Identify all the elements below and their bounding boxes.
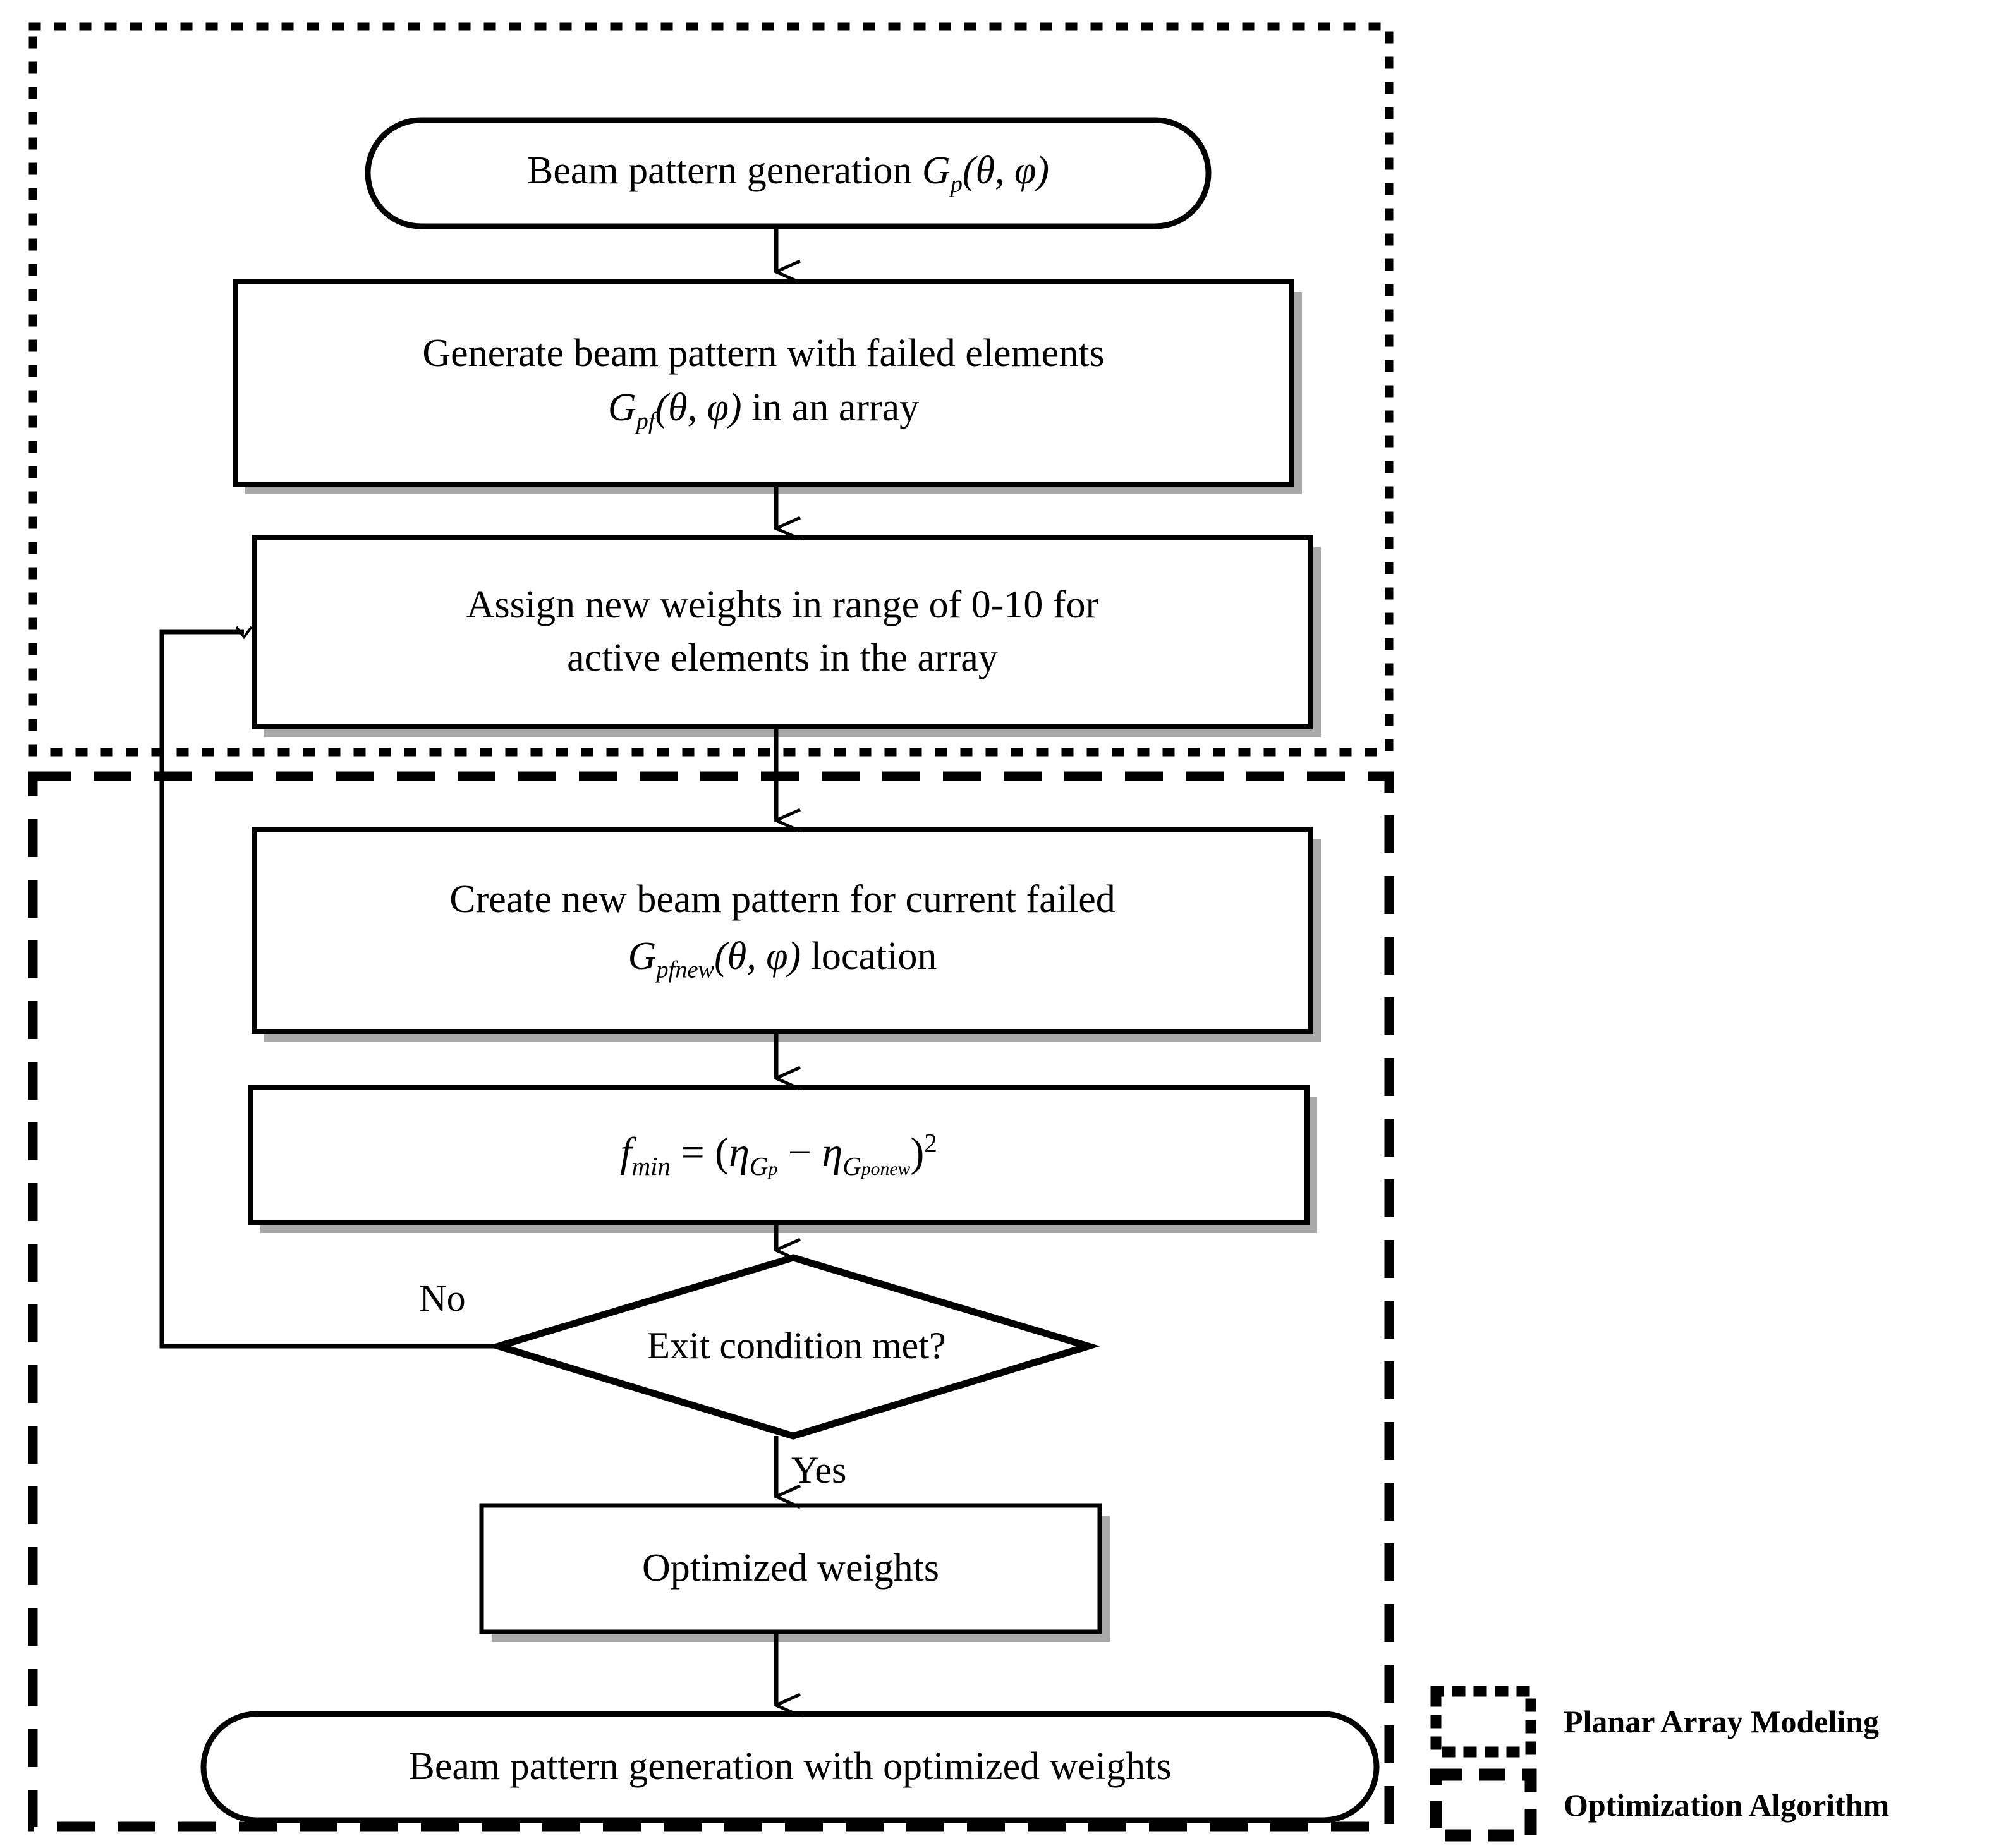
node-create-new-pattern: [252, 827, 1313, 1034]
node-start-terminal: [365, 117, 1212, 229]
legend-item-optimization-algorithm: Optimization Algorithm: [1564, 1775, 1889, 1835]
node-exit-condition: [487, 1254, 1101, 1440]
node-assign-weights: [252, 535, 1313, 729]
connectors: [159, 226, 776, 1705]
node-end-terminal: [200, 1711, 1380, 1823]
legend-swatch-dotted: [1430, 1686, 1536, 1758]
legend-label-optimization-algorithm: Optimization Algorithm: [1564, 1787, 1890, 1823]
legend-item-planar-array-modeling: Planar Array Modeling: [1564, 1691, 1879, 1752]
legend-swatch-dashed: [1430, 1768, 1537, 1842]
node-optimized-weights: [479, 1503, 1102, 1634]
node-generate-failed: [233, 279, 1294, 487]
legend-label-planar-array-modeling: Planar Array Modeling: [1564, 1704, 1880, 1739]
container-optimization-algorithm: [28, 771, 1394, 1832]
container-planar-array-modeling: [28, 22, 1394, 757]
node-fitness-function: [248, 1085, 1310, 1225]
edge-decision-no-feedback: [159, 632, 499, 1349]
